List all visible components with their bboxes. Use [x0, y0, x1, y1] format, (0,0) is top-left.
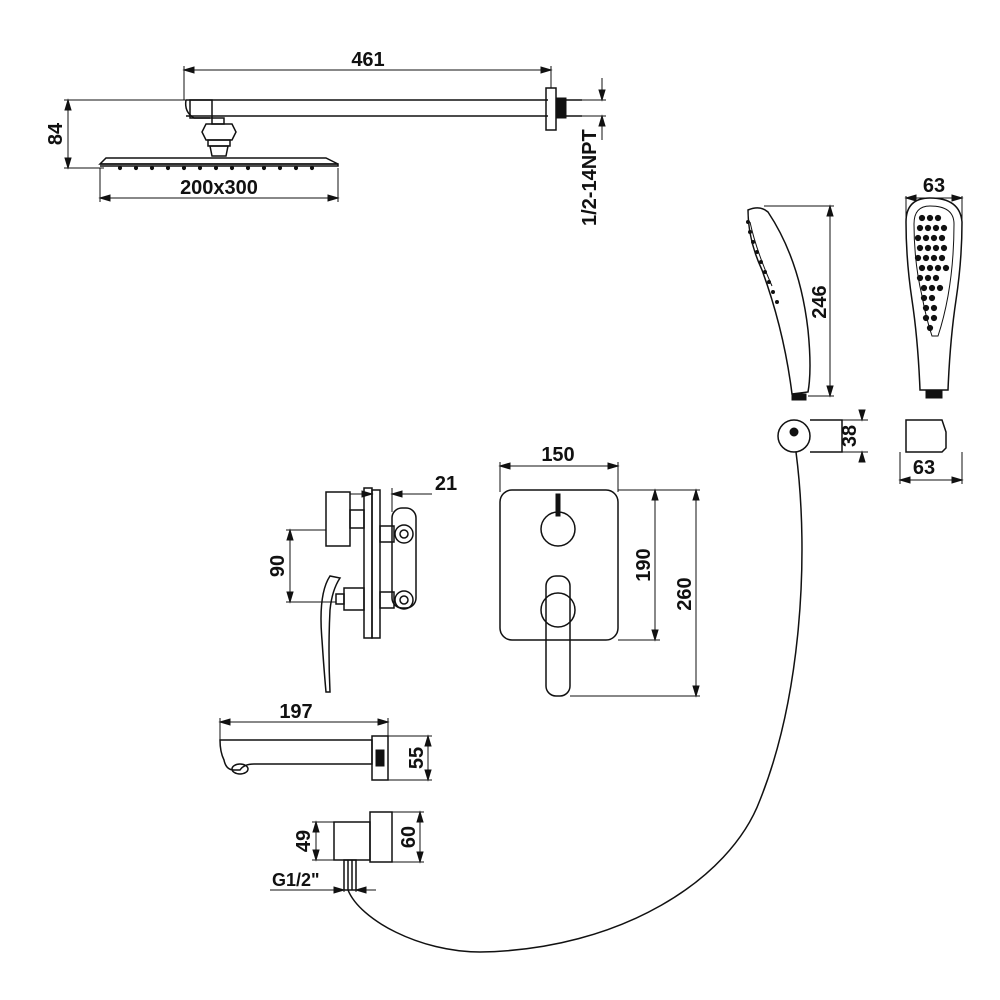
nozzle-dot [938, 254, 946, 262]
nozzle-dot [920, 294, 928, 302]
dim-outlet-thread: G1/2" [270, 870, 376, 894]
dim-hand-length: 246 [764, 204, 834, 398]
dim-84-label: 84 [45, 122, 67, 145]
dim-150-label: 150 [541, 444, 574, 466]
nozzle-dot [922, 304, 930, 312]
dim-npt-label: 1/2-14NPT [579, 129, 601, 226]
nozzle-dot [916, 224, 924, 232]
nozzle-dot [916, 274, 924, 282]
nozzle-dot [934, 214, 942, 222]
nozzle-dot [918, 214, 926, 222]
dim-21-label: 21 [435, 473, 457, 495]
dim-plate-height: 190 [618, 488, 660, 642]
nozzle-dot [922, 314, 930, 322]
dim-190-label: 190 [633, 548, 655, 581]
nozzle-dot [926, 214, 934, 222]
dim-63-top-label: 63 [923, 175, 945, 197]
dim-spout-height: 55 [388, 734, 432, 782]
nozzle-dot [918, 264, 926, 272]
nozzle-dot [932, 274, 940, 282]
nozzle-dot [932, 244, 940, 252]
dim-outlet-offset: 49 [293, 820, 344, 862]
nozzle-dot [920, 284, 928, 292]
dim-461-label: 461 [351, 49, 384, 71]
nozzle-dot [938, 234, 946, 242]
dim-handle-gap: 90 [267, 528, 336, 604]
nozzle-dot [934, 264, 942, 272]
wall-outlet [333, 811, 393, 891]
nozzle-dot [922, 234, 930, 242]
dim-49-label: 49 [293, 830, 315, 852]
dim-holder-width: 63 [898, 452, 964, 484]
dim-60-label: 60 [398, 826, 420, 848]
dim-246-label: 246 [809, 285, 831, 318]
bath-spout [219, 735, 389, 781]
nozzle-dot [940, 224, 948, 232]
nozzle-dot [924, 274, 932, 282]
nozzle-dot [924, 224, 932, 232]
dim-spout-length: 197 [218, 701, 390, 740]
nozzle-dot [930, 234, 938, 242]
nozzle-dot [930, 304, 938, 312]
dim-total-height: 260 [570, 488, 700, 698]
nozzle-row [117, 165, 315, 171]
dim-arm-length: 461 [182, 49, 553, 100]
dim-90-label: 90 [267, 555, 289, 577]
nozzle-dot [928, 294, 936, 302]
hand-shower-side [746, 207, 811, 401]
nozzle-dot [936, 284, 944, 292]
nozzle-dot [930, 314, 938, 322]
dim-200x300-label: 200x300 [180, 177, 258, 199]
nozzle-dot [914, 254, 922, 262]
dim-hand-width: 63 [904, 175, 964, 222]
mixer-front [499, 489, 619, 697]
hand-shower-nozzles [746, 220, 779, 304]
dim-valve-depth: 21 [350, 473, 457, 512]
dim-g12-label: G1/2" [272, 870, 320, 890]
dim-260-label: 260 [674, 577, 696, 610]
nozzle-dot [930, 254, 938, 262]
nozzle-dot [924, 244, 932, 252]
dim-head-drop: 84 [45, 98, 186, 170]
hand-shower-front [905, 197, 963, 399]
nozzle-dot [932, 224, 940, 232]
dim-thread-npt: 1/2-14NPT [579, 78, 606, 226]
dim-55-label: 55 [406, 747, 428, 769]
nozzle-dot [916, 244, 924, 252]
dim-head-size: 200x300 [98, 168, 340, 202]
nozzle-dot [942, 264, 950, 272]
nozzle-dot [926, 264, 934, 272]
nozzle-dot [914, 234, 922, 242]
nozzle-dot [922, 254, 930, 262]
nozzle-dot [940, 244, 948, 252]
dim-38-label: 38 [839, 425, 861, 447]
nozzle-dot [926, 324, 934, 332]
dim-63-bottom-label: 63 [913, 457, 935, 479]
nozzle-dot [928, 284, 936, 292]
shower-hose [347, 451, 803, 953]
wall-holder [777, 419, 947, 453]
dim-holder-height: 38 [839, 409, 868, 463]
mixer-side [320, 487, 417, 693]
front-nozzle-grid [914, 214, 950, 332]
dim-plate-width: 150 [498, 444, 620, 492]
dim-outlet-height: 60 [392, 810, 424, 864]
dim-197-label: 197 [279, 701, 312, 723]
